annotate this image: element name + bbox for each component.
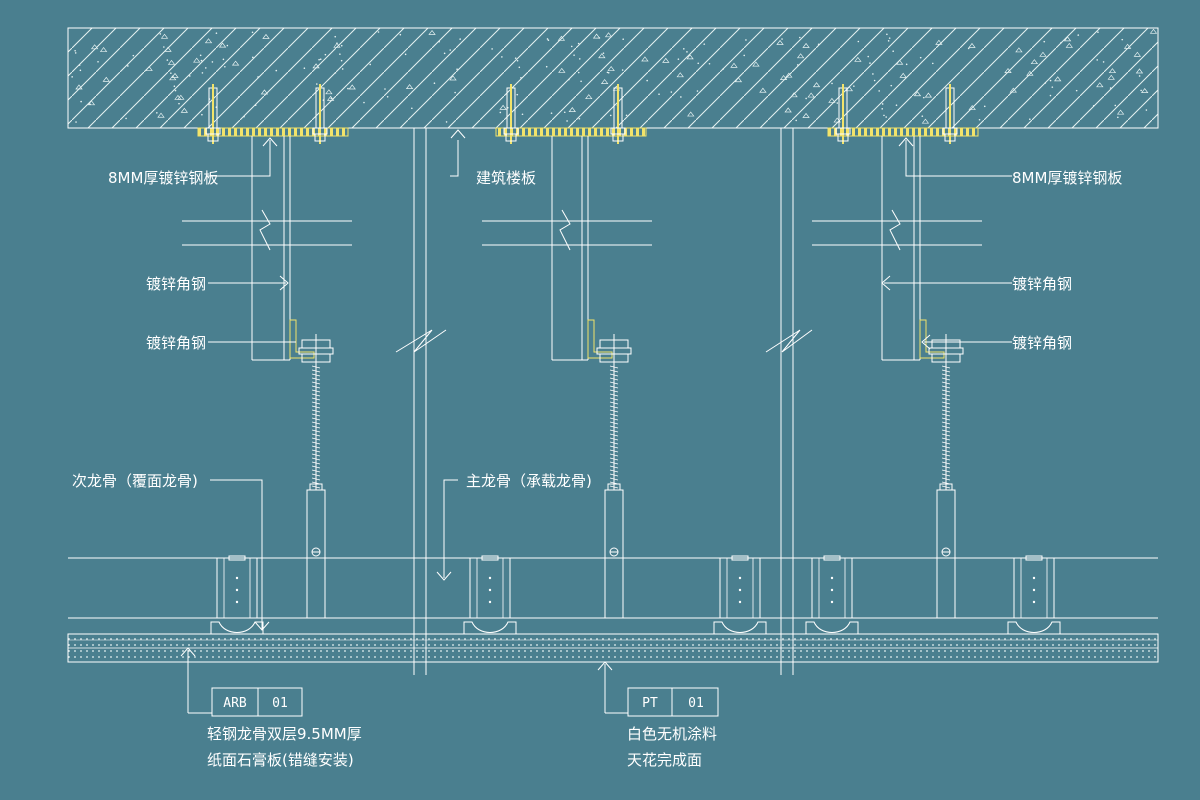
- label-slab: 建筑楼板: [476, 169, 536, 187]
- secondary-joist-clip: [463, 555, 517, 634]
- main-joist-hanger: [936, 489, 956, 619]
- label-angle-right-1: 镀锌角钢: [1012, 275, 1072, 293]
- section-break-lines: [395, 128, 813, 675]
- expansion-anchor-icon: [610, 84, 626, 144]
- secondary-joist-clip: [805, 555, 859, 634]
- expansion-anchor-icon: [205, 84, 221, 144]
- steel-plate: [495, 127, 647, 137]
- label-plate-left: 8MM厚镀锌钢板: [108, 169, 218, 187]
- expansion-anchor-icon: [942, 84, 958, 144]
- expansion-anchor-icon: [312, 84, 328, 144]
- concrete-hatch: [71, 28, 1158, 124]
- arb-tag: ARB 01: [188, 687, 303, 717]
- hanger-assembly: [182, 84, 352, 619]
- steel-plate: [197, 127, 349, 137]
- main-joist-hanger: [604, 489, 624, 619]
- secondary-joist-clip: [1007, 555, 1061, 634]
- pt-tag-code: PT: [642, 696, 658, 711]
- label-plate-right: 8MM厚镀锌钢板: [1012, 169, 1122, 187]
- hanger-assembly: [482, 84, 652, 619]
- hanger-assemblies: [182, 84, 982, 619]
- concrete-slab: [67, 27, 1159, 129]
- break-line-icon: [765, 329, 813, 353]
- label-arb-note-1: 轻钢龙骨双层9.5MM厚: [207, 725, 362, 743]
- label-main-joist: 主龙骨（承载龙骨): [466, 472, 592, 490]
- label-angle-left-2: 镀锌角钢: [146, 334, 206, 352]
- angle-clip: [587, 319, 613, 359]
- pt-tag: PT 01: [605, 687, 719, 717]
- label-pt-note-1: 白色无机涂料: [627, 725, 717, 743]
- joist-clips: [210, 555, 1061, 634]
- angle-clip: [919, 319, 945, 359]
- steel-plate: [827, 127, 979, 137]
- angle-clip: [289, 319, 315, 359]
- leader-lines: [180, 129, 1012, 713]
- break-line-icon: [259, 209, 271, 251]
- arb-tag-code: ARB: [223, 696, 247, 711]
- expansion-anchor-icon: [835, 84, 851, 144]
- annotation-labels: 8MM厚镀锌钢板 建筑楼板 8MM厚镀锌钢板 镀锌角钢 镀锌角钢 镀锌角钢 镀锌…: [72, 169, 1122, 769]
- break-line-icon: [559, 209, 571, 251]
- pt-tag-number: 01: [688, 696, 704, 711]
- label-angle-right-2: 镀锌角钢: [1012, 334, 1072, 352]
- expansion-anchor-icon: [503, 84, 519, 144]
- main-joist-hanger: [306, 489, 326, 619]
- label-angle-left-1: 镀锌角钢: [146, 275, 206, 293]
- threaded-rod-icon: [311, 334, 321, 490]
- label-pt-note-2: 天花完成面: [627, 751, 702, 769]
- secondary-joist-clip: [713, 555, 767, 634]
- arb-tag-number: 01: [272, 696, 288, 711]
- gypsum-board-layers: [67, 557, 1159, 663]
- threaded-rod-icon: [609, 334, 619, 490]
- threaded-rod-icon: [941, 334, 951, 490]
- break-line-icon: [889, 209, 901, 251]
- label-arb-note-2: 纸面石膏板(错缝安装): [207, 751, 354, 769]
- hanger-assembly: [812, 84, 982, 619]
- label-secondary-joist: 次龙骨（覆面龙骨): [72, 472, 198, 490]
- break-line-icon: [395, 329, 447, 353]
